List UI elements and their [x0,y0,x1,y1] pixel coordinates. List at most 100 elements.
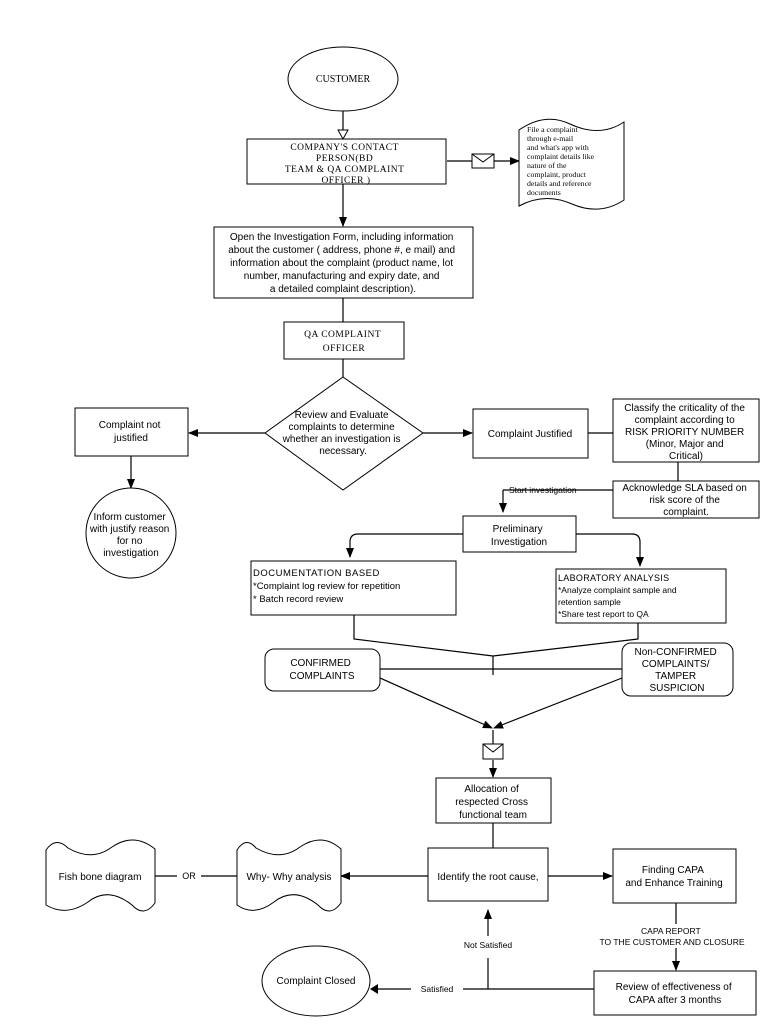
form-line-4: number, manufacturing and expiry date, a… [244,271,440,282]
form-line-3: information about the complaint (product… [230,258,453,269]
review-decision-node: Review and Evaluate complaints to determ… [264,376,424,491]
start-investigation-label: Start investigation [509,485,577,495]
allocation-line-2: respected Cross [455,797,528,808]
svg-text:Review of effectiveness of: Review of effectiveness of CAPA after 3 … [616,982,735,1006]
laboratory-line-2: retention sample [558,597,621,607]
fish-bone-diagram-node: Fish bone diagram [45,839,156,912]
confirmed-line-1: CONFIRMED [290,658,351,669]
preliminary-investigation-node: Preliminary Investigation [462,515,577,553]
acknowledge-node: Acknowledge SLA based on risk score of t… [612,480,760,519]
svg-text:CONFIRMED COMPLAINTS: CONFIRMED COMPLAINTS [289,658,354,682]
satisfied-label: Satisfied [421,984,454,994]
contact-line-1: COMPANY'S CONTACT [290,143,398,153]
complaint-closed-label: Complaint Closed [277,976,356,987]
acknowledge-line-1: Acknowledge SLA based on [622,483,747,494]
decision-line-3: whether an investigation is [282,434,401,445]
svg-text:File a complaint through: File a complaint through e-mail and what… [527,125,596,197]
svg-text:LABORATORY ANALYSIS *Ana: LABORATORY ANALYSIS *Analyze complaint s… [558,573,679,619]
confirmed-complaints-node: CONFIRMED COMPLAINTS [264,648,381,692]
svg-text:Non-CONFIRMED COMPLAINTS: Non-CONFIRMED COMPLAINTS/ TAMPER SUSPICI… [634,647,719,694]
svg-text:Allocation of respected: Allocation of respected Cross functional… [455,784,531,821]
acknowledge-line-3: complaint. [663,507,709,518]
classify-line-3: RISK PRIORITY NUMBER [625,427,744,438]
classify-node: Classify the criticality of the complain… [612,398,760,463]
complaint-closed-node: Complaint Closed [261,945,371,1017]
laboratory-line-3: *Share test report to QA [558,609,649,619]
non-confirmed-line-3: TAMPER [655,671,696,682]
acknowledge-line-2: risk score of the [649,495,720,506]
capa-line-1: Finding CAPA [642,865,704,876]
non-confirmed-complaints-node: Non-CONFIRMED COMPLAINTS/ TAMPER SUSPICI… [621,642,734,697]
contact-line-4: OFFICER ) [321,175,370,186]
classify-line-1: Classify the criticality of the [624,403,745,414]
svg-text:Finding CAPA and Enhance: Finding CAPA and Enhance Training [625,865,722,889]
confirmed-line-2: COMPLAINTS [289,671,354,682]
allocation-line-3: functional team [459,810,527,821]
decision-line-2: complaints to determine [289,422,396,433]
preliminary-line-2: Investigation [491,537,547,548]
qa-officer-line-2: OFFICER [323,344,366,354]
contact-line-2: PERSON(BD [316,153,373,164]
review-effectiveness-line-2: CAPA after 3 months [629,995,722,1006]
file-note-line-2: through e-mail [527,134,574,143]
svg-text:Acknowledge SLA based on: Acknowledge SLA based on risk score of t… [622,483,749,518]
file-note-line-1: File a complaint [527,125,579,134]
inform-line-1: Inform customer [93,512,166,523]
svg-text:Fish bone diagram: Fish bone diagram [59,872,142,883]
capa-report-line-2: TO THE CUSTOMER AND CLOSURE [600,937,745,947]
documentation-line-1: *Complaint log review for repetition [253,581,400,592]
laboratory-line-1: *Analyze complaint sample and [558,585,677,595]
documentation-title: DOCUMENTATION BASED [253,568,380,579]
customer-label: CUSTOMER [316,74,371,85]
or-label: OR [182,871,196,881]
non-confirmed-line-4: SUSPICION [649,683,704,694]
svg-text:QA COMPLAINT OFFICER: QA COMPLAINT OFFICER [304,330,384,354]
svg-text:Inform customer with jus: Inform customer with justify reason for … [89,512,172,559]
classify-line-4: (Minor, Major and [646,439,724,450]
envelope-icon [471,153,495,169]
inform-line-3: for no [117,536,143,547]
fish-bone-label: Fish bone diagram [59,872,142,883]
justified-node: Complaint Justified [472,408,589,459]
capa-report-label: CAPA REPORT TO THE CUSTOMER AND CLOSURE [600,926,745,947]
file-note-line-3: and what's app with [527,143,589,152]
svg-text:Complaint not justified: Complaint not justified [99,420,163,444]
decision-line-4: necessary. [319,446,367,457]
root-cause-label: Identify the root cause, [437,872,538,883]
not-justified-line-1: Complaint not [99,420,161,431]
qa-officer-node: QA COMPLAINT OFFICER [283,321,405,360]
svg-text:Classify the criticality of th: Classify the criticality of the complain… [624,403,747,462]
non-confirmed-line-2: COMPLAINTS/ [642,659,710,670]
form-line-2: about the customer ( address, phone #, e… [228,245,455,256]
capa-report-line-1: CAPA REPORT [641,926,701,936]
non-confirmed-line-1: Non-CONFIRMED [634,647,716,658]
contact-person-node: COMPANY'S CONTACT PERSON(BD TEAM & QA CO… [246,138,447,186]
form-line-5: a detailed complaint description). [270,284,416,295]
inform-line-4: investigation [103,548,159,559]
svg-text:CUSTOMER: CUSTOMER [316,74,371,85]
laboratory-title: LABORATORY ANALYSIS [558,573,669,583]
envelope-icon [482,743,504,760]
documentation-node: DOCUMENTATION BASED *Complaint log revie… [250,560,457,616]
contact-line-3: TEAM & QA COMPLAINT [285,165,404,175]
connectors [127,111,680,994]
svg-text:Preliminary Investigatio: Preliminary Investigation [491,524,547,548]
not-justified-node: Complaint not justified [74,407,189,457]
svg-text:Identify the root cause,: Identify the root cause, [437,872,538,883]
svg-text:Open the Investigation Form, i: Open the Investigation Form, including i… [228,232,458,295]
qa-officer-line-1: QA COMPLAINT [304,330,381,340]
not-justified-line-2: justified [113,433,148,444]
allocation-line-1: Allocation of [464,784,519,795]
classify-line-2: complaint according to [635,415,735,426]
classify-line-5: Critical) [669,451,703,462]
inform-customer-node: Inform customer with justify reason for … [85,487,177,579]
review-effectiveness-line-1: Review of effectiveness of [616,982,732,993]
svg-text:COMPANY'S CONTACT PERSON: COMPANY'S CONTACT PERSON(BD TEAM & QA CO… [285,143,407,186]
documentation-line-2: * Batch record review [253,594,343,605]
file-note-line-8: documents [527,188,561,197]
svg-text:Review and Evaluate comp: Review and Evaluate complaints to determ… [282,410,404,457]
svg-text:Why- Why analysis: Why- Why analysis [246,872,331,883]
investigation-form-node: Open the Investigation Form, including i… [213,226,474,299]
capa-line-2: and Enhance Training [625,878,722,889]
not-satisfied-label: Not Satisfied [464,940,512,950]
